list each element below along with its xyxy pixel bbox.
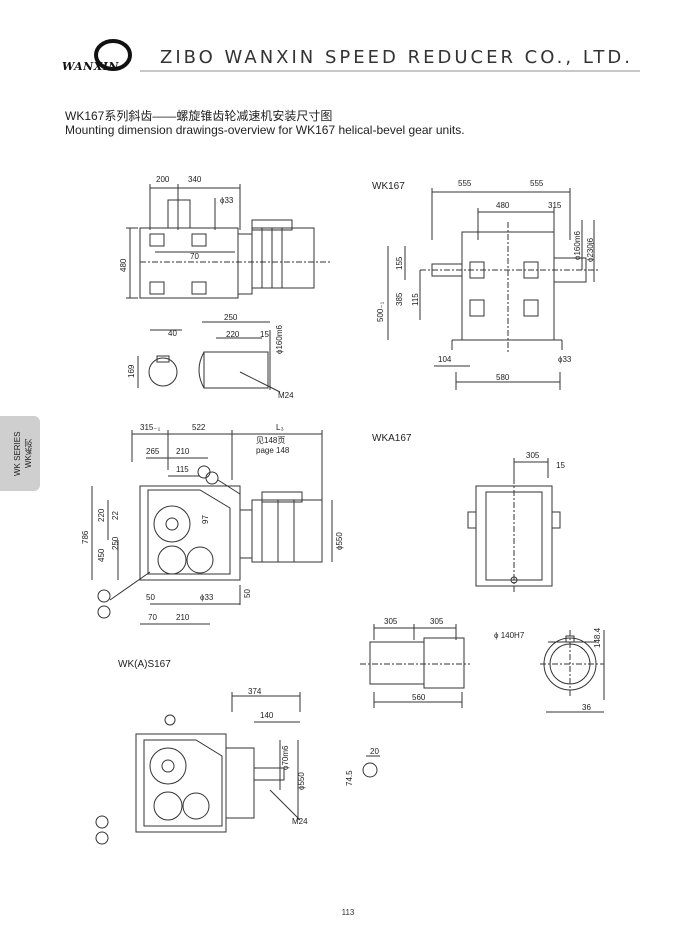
dim-label: 169 (127, 364, 136, 378)
dim-label: 40 (168, 329, 177, 338)
dim-label: 500₋₁ (376, 301, 385, 322)
dim-label: 580 (496, 373, 510, 382)
dim-label: ϕ550 (297, 772, 306, 790)
dim-label: 97 (201, 515, 210, 524)
dim-label: 305 (526, 451, 540, 460)
side-label-cn: WK系列 (24, 439, 33, 469)
dim-label: ϕ230j6 (586, 237, 595, 262)
dim-label: 70 (148, 613, 157, 622)
dim-label: 200 (156, 175, 170, 184)
page-title-english: Mounting dimension drawings-overview for… (65, 123, 465, 137)
dim-label: 480 (119, 258, 128, 272)
drawing-top-left-side-view (126, 184, 330, 393)
dim-label: 250 (224, 313, 238, 322)
dim-label: 315₋₁ (140, 423, 161, 432)
dim-label: ϕ160m6 (275, 325, 284, 354)
dim-label: L₃ (276, 423, 284, 432)
series-side-tab (0, 416, 40, 491)
dim-label: 385 (395, 292, 404, 306)
dim-label: 36 (582, 703, 591, 712)
series-side-label: WK SERIES WK系列 (12, 420, 36, 488)
header-divider (140, 70, 640, 72)
dim-label: 50 (243, 589, 252, 598)
page-number: 113 (341, 908, 355, 917)
dim-label: 155 (395, 256, 404, 270)
dim-label: ϕ550 (335, 532, 344, 550)
dim-label: 305 (430, 617, 444, 626)
dim-label: 50 (146, 593, 155, 602)
view-label-wkas167: WK(A)S167 (118, 659, 171, 670)
dim-label: 22 (111, 511, 120, 520)
dim-label: 786 (81, 530, 90, 544)
dim-label: 560 (412, 693, 426, 702)
dim-label: 210 (176, 447, 190, 456)
dim-label: 250 (111, 536, 120, 550)
dim-label: ϕ 140H7 (494, 631, 525, 640)
dim-label: 148.4 (593, 627, 602, 648)
dim-label: M24 (292, 817, 308, 826)
dim-label: 104 (438, 355, 452, 364)
dim-label: 115 (411, 293, 420, 306)
dim-label: 480 (496, 201, 510, 210)
dim-label: 374 (248, 687, 262, 696)
dim-label: M24 (278, 391, 294, 400)
dim-label: 522 (192, 423, 206, 432)
dim-label: 555 (458, 179, 472, 188)
dim-label: 115 (176, 465, 189, 474)
dim-label: 140 (260, 711, 274, 720)
dim-label: 340 (188, 175, 202, 184)
dim-label: 315 (548, 201, 562, 210)
dim-label: ϕ33 (558, 355, 572, 364)
dim-label: ϕ33 (220, 196, 234, 205)
dim-label: ϕ160m6 (573, 231, 582, 260)
drawing-bottom-wkas167 (95, 692, 380, 845)
dim-label: 265 (146, 447, 160, 456)
dim-label: 15 (556, 461, 565, 470)
view-label-wk167: WK167 (372, 181, 405, 192)
dim-label: 20 (370, 747, 379, 756)
dim-label: 450 (97, 548, 106, 562)
dim-label: 74.5 (345, 770, 354, 786)
dim-label: 见148页 (256, 436, 286, 445)
dim-label: ϕ33 (200, 593, 214, 602)
dim-label: 70 (190, 252, 199, 261)
view-label-wka167: WKA167 (372, 433, 412, 444)
drawing-middle-right-wka167 (360, 458, 605, 713)
logo-text: WANXIN (62, 60, 119, 73)
side-label-en: WK SERIES (13, 431, 22, 477)
dim-label: ϕ70m6 (281, 745, 290, 771)
dim-label: 220 (226, 330, 240, 339)
dim-label: page 148 (256, 446, 290, 455)
dim-label: 210 (176, 613, 190, 622)
dim-label: 555 (530, 179, 544, 188)
dim-label: 305 (384, 617, 398, 626)
dim-label: 15 (260, 330, 269, 339)
company-name: ZIBO WANXIN SPEED REDUCER CO., LTD. (160, 47, 633, 68)
page-title-chinese: WK167系列斜齿——螺旋锥齿轮减速机安装尺寸图 (65, 109, 333, 123)
dim-label: 220 (97, 508, 106, 522)
